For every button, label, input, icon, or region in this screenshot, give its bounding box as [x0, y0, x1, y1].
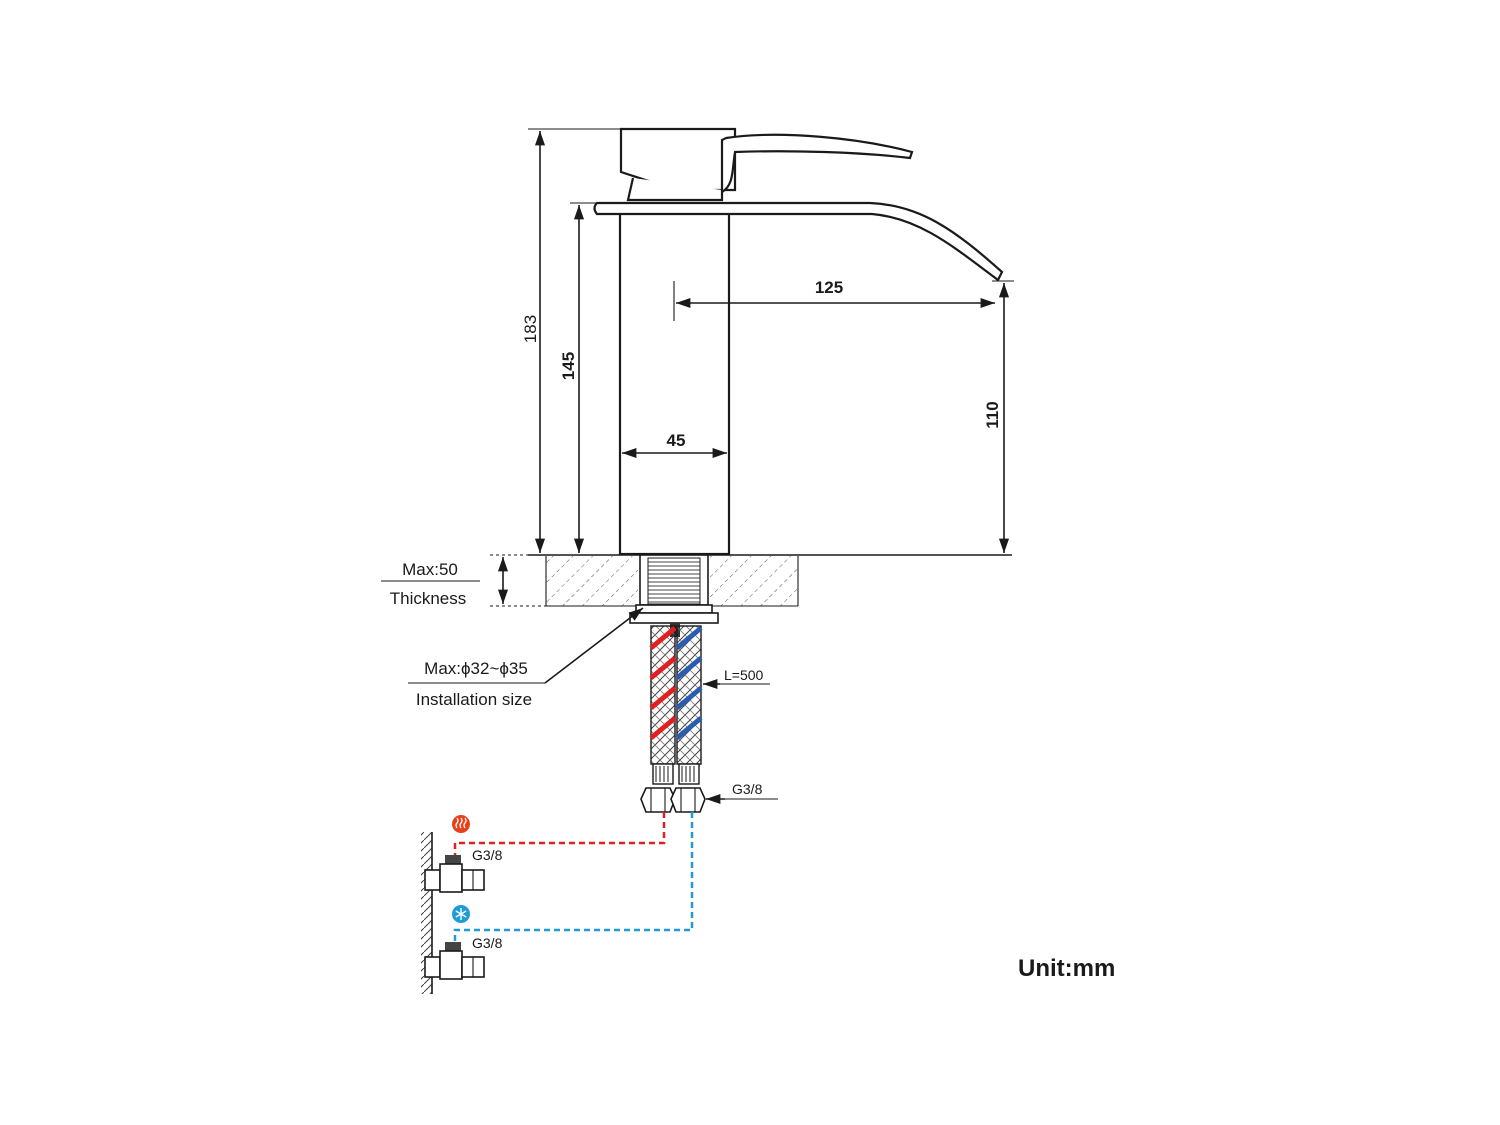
dim-145-label: 145: [559, 352, 578, 380]
thickness-value: Max:50: [402, 560, 458, 579]
dim-145: 145: [559, 202, 597, 553]
cold-supply-line: [453, 812, 694, 948]
cold-water-icon: [452, 905, 470, 923]
countertop: [528, 554, 1012, 607]
hot-hose: [649, 625, 677, 785]
hot-hose-stripes: [649, 626, 677, 740]
hose-thread-label: G3/8: [732, 781, 763, 797]
hot-supply-line: [453, 812, 666, 862]
cold-angle-valve: [424, 942, 485, 980]
hot-valve-thread-label: G3/8: [472, 847, 503, 863]
dim-183: 183: [521, 128, 621, 553]
cold-hose: [675, 625, 703, 785]
thickness-caption: Thickness: [390, 589, 467, 608]
install-size-callout: Max:ϕ32~ϕ35 Installation size: [408, 607, 644, 709]
cold-hose-stripes: [675, 626, 703, 740]
dim-125-label: 125: [815, 278, 843, 297]
mounting-shank: [629, 554, 719, 637]
faucet-body: [593, 127, 1004, 556]
dim-110: 110: [983, 280, 1014, 553]
dim-125: 125: [673, 278, 995, 321]
thickness-callout: Max:50 Thickness: [381, 554, 546, 608]
install-size-caption: Installation size: [416, 690, 532, 709]
dim-45-label: 45: [667, 431, 686, 450]
install-size-value: Max:ϕ32~ϕ35: [424, 659, 528, 678]
hot-angle-valve: [424, 855, 485, 893]
hose-hex-nuts: [640, 787, 706, 813]
unit-label: Unit:mm: [1018, 955, 1115, 982]
hose-length-label: L=500: [724, 667, 764, 683]
dim-110-label: 110: [983, 401, 1002, 428]
dim-183-label: 183: [521, 315, 540, 343]
hose-length-callout: L=500: [703, 667, 770, 690]
dim-45: 45: [622, 431, 727, 459]
hose-thread-callout: G3/8: [706, 781, 778, 805]
cold-valve-thread-label: G3/8: [472, 935, 503, 951]
hot-water-icon: [452, 815, 470, 833]
